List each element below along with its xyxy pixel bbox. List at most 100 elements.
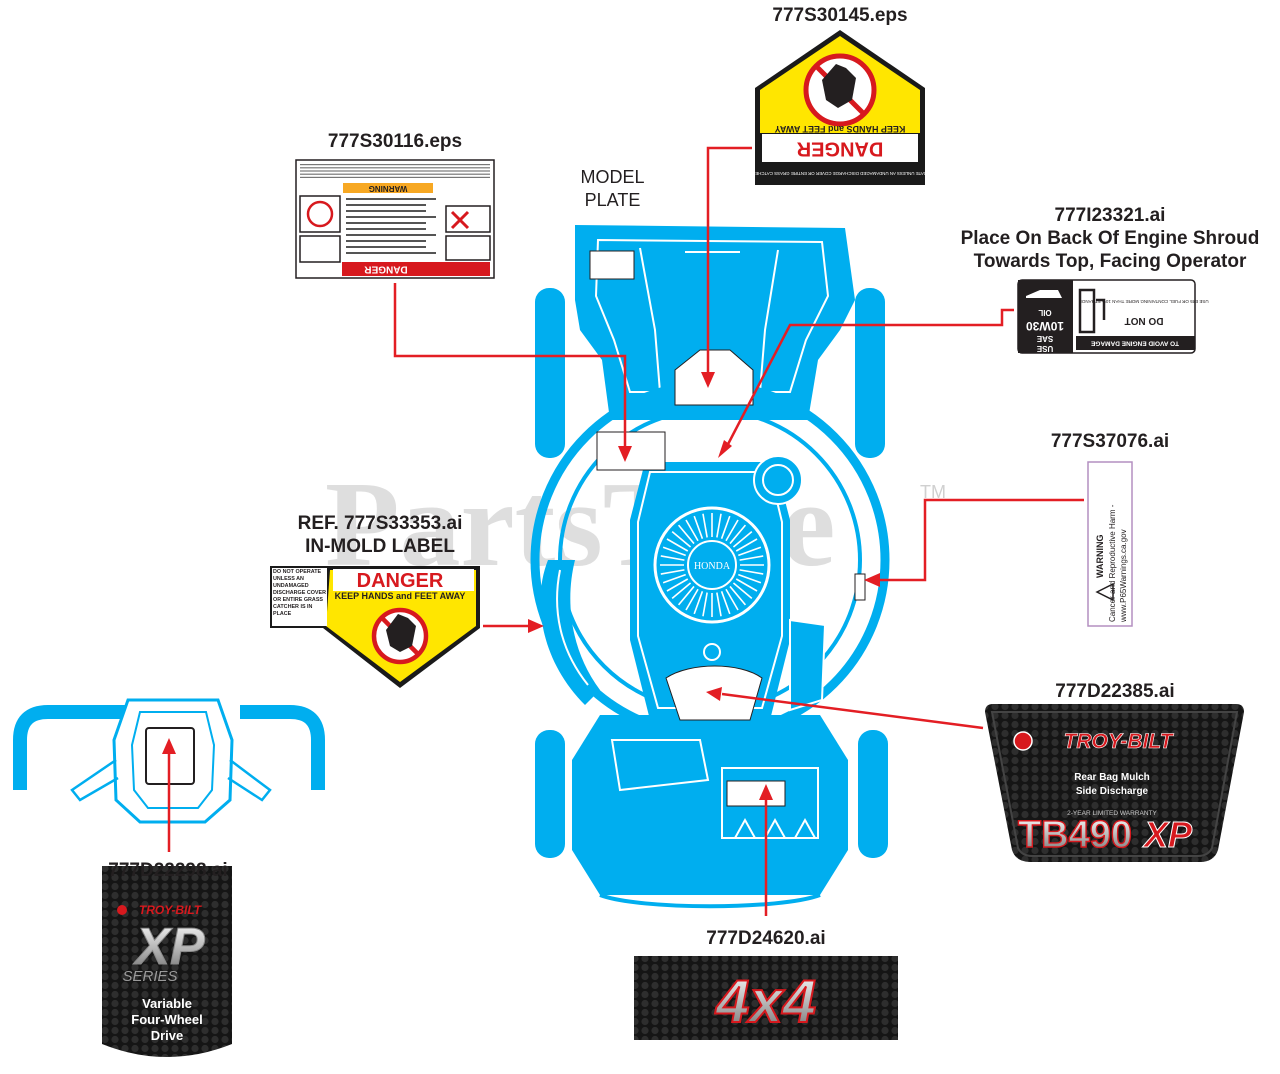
label-777I23321-line2: Place On Back Of Engine Shroud bbox=[960, 228, 1260, 249]
model-plate-location bbox=[589, 250, 635, 280]
flywheel-fin bbox=[666, 578, 689, 592]
oil-grade: 10W30 bbox=[1026, 319, 1064, 333]
prop65-line1: Cancer and Reproductive Harm - bbox=[1108, 504, 1117, 622]
fuel-pump-icon bbox=[1078, 288, 1106, 334]
flywheel-fin bbox=[725, 519, 739, 542]
fine-print-line bbox=[346, 240, 426, 242]
fine-print-line bbox=[346, 228, 426, 230]
flywheel-fin bbox=[666, 538, 689, 552]
fine-print-line bbox=[346, 222, 426, 224]
label-777D22385: 777D22385.ai bbox=[1055, 681, 1175, 702]
flywheel-fin bbox=[720, 591, 731, 615]
rear-right-wheel bbox=[855, 288, 885, 458]
warning-triangle-icon bbox=[1095, 582, 1114, 602]
oil-use: USE bbox=[1036, 344, 1053, 353]
front-right-wheel bbox=[858, 730, 888, 858]
engine-damage-text: TO AVOID ENGINE DAMAGE bbox=[1090, 339, 1179, 346]
flywheel-fin bbox=[739, 555, 764, 561]
in-mold-keep-hands: KEEP HANDS and FEET AWAY bbox=[335, 591, 466, 601]
oil-word: OIL bbox=[1038, 308, 1051, 317]
flywheel-fin bbox=[729, 585, 747, 606]
label-777S30145: 777S30145.eps bbox=[772, 5, 908, 26]
leader-lines bbox=[167, 146, 1084, 916]
decal-danger-word-inverted: DANGER bbox=[796, 138, 883, 160]
leader-777I23321 bbox=[723, 308, 1014, 451]
decal-danger-word-inverted-2: DANGER bbox=[364, 263, 408, 274]
label-777I23321-part: 777I23321.ai bbox=[1054, 205, 1166, 226]
decal-777D22385: TROY-BILT Rear Bag Mulch Side Discharge … bbox=[985, 704, 1244, 862]
badge-modes: Rear Bag Mulch bbox=[1074, 772, 1150, 783]
badge-model-number: TB490 bbox=[1018, 814, 1132, 856]
fine-print-line bbox=[346, 246, 426, 248]
fourx4-logo: 4x4 bbox=[715, 968, 816, 1035]
decal-do-not-operate-inverted: DO NOT OPERATE UNLESS AN UNDAMAGED DISCH… bbox=[725, 171, 954, 176]
mower-top-view: HONDA bbox=[530, 225, 890, 909]
hand-icon-2 bbox=[386, 614, 416, 652]
in-mold-do-not-operate: DO NOT OPERATE UNLESS AN UNDAMAGED DISCH… bbox=[273, 569, 326, 617]
arrow-heads bbox=[162, 372, 880, 800]
in-mold-danger-word: DANGER bbox=[357, 570, 444, 592]
fine-print-line bbox=[346, 198, 436, 200]
badge-modes-2: Side Discharge bbox=[1076, 786, 1149, 797]
oil-sae: SAE bbox=[1036, 334, 1053, 343]
rear-left-wheel bbox=[535, 288, 565, 458]
fine-print-line bbox=[346, 216, 436, 218]
decal-777I23321: USE SAE 10W30 OIL DO NOT USE E85 OR FUEL… bbox=[1017, 279, 1209, 354]
label-777S33353-note: IN-MOLD LABEL bbox=[305, 536, 455, 557]
location-777S30145 bbox=[674, 349, 754, 406]
badge-model-suffix: XP bbox=[1142, 814, 1193, 855]
badge-model: TB490 bbox=[1018, 814, 1132, 856]
fine-print-line bbox=[346, 210, 426, 212]
vfwd-line1: Variable bbox=[142, 996, 192, 1011]
decal-keep-hands-inverted: KEEP HANDS and FEET AWAY bbox=[775, 124, 906, 134]
flywheel-fin bbox=[671, 530, 692, 548]
front-bumper bbox=[572, 715, 848, 895]
flywheel-fin bbox=[693, 515, 704, 539]
flywheel-fin bbox=[677, 524, 695, 545]
oil-can-icon bbox=[1026, 290, 1062, 298]
leader-777S30116 bbox=[393, 283, 627, 448]
decal-777D24620: 4x4 bbox=[634, 956, 898, 1040]
fine-print-line bbox=[300, 176, 490, 178]
leader-777S30145 bbox=[706, 146, 752, 374]
flywheel-fin bbox=[739, 569, 764, 575]
flywheel-fin bbox=[702, 592, 708, 617]
decal-warning-word-inverted: WARNING bbox=[369, 184, 408, 193]
label-777S33353-part: REF. 777S33353.ai bbox=[297, 513, 463, 534]
flywheel-fin bbox=[702, 513, 708, 538]
decal-777S33353: DANGER KEEP HANDS and FEET AWAY DO NOT O… bbox=[270, 566, 480, 688]
flywheel-fin bbox=[660, 569, 685, 575]
label-777S30116: 777S30116.eps bbox=[327, 131, 463, 152]
flywheel-fin bbox=[720, 515, 731, 539]
flywheel-fin bbox=[660, 555, 685, 561]
badge-warranty: 2-YEAR LIMITED WARRANTY bbox=[1067, 810, 1157, 817]
flywheel-fin bbox=[732, 582, 753, 600]
fine-print-line bbox=[346, 252, 436, 254]
xp-series: SERIES bbox=[122, 968, 177, 985]
decal-777S37076: WARNING Cancer and Reproductive Harm - w… bbox=[1087, 461, 1133, 627]
fine-print-line bbox=[300, 173, 490, 175]
side-discharge-chute bbox=[540, 560, 600, 705]
flywheel-fin bbox=[738, 573, 762, 584]
flywheel-fin bbox=[735, 538, 758, 552]
model-plate-line2: PLATE bbox=[584, 190, 641, 210]
flywheel-fin bbox=[662, 546, 686, 557]
hand-icon bbox=[822, 64, 856, 108]
flywheel-fin bbox=[732, 530, 753, 548]
fuel-cap bbox=[753, 455, 803, 505]
front-left-wheel bbox=[535, 730, 565, 858]
flywheel-fin bbox=[693, 591, 704, 615]
label-777D22298: 777D22298.ai bbox=[108, 860, 228, 881]
flywheel-fin bbox=[725, 588, 739, 611]
fine-print-line bbox=[346, 204, 426, 206]
decal-777S30145: DANGER KEEP HANDS and FEET AWAY DO NOT O… bbox=[725, 30, 955, 185]
flywheel-fin bbox=[716, 592, 722, 617]
location-777D24620 bbox=[726, 780, 786, 807]
xp-brand: TROY-BILT bbox=[139, 903, 203, 917]
fine-print-line bbox=[300, 167, 490, 169]
engine-brand: HONDA bbox=[694, 561, 731, 572]
label-777D24620: 777D24620.ai bbox=[706, 928, 826, 949]
xp-logo: XP bbox=[132, 918, 205, 976]
watermark-tm: TM bbox=[920, 482, 946, 502]
